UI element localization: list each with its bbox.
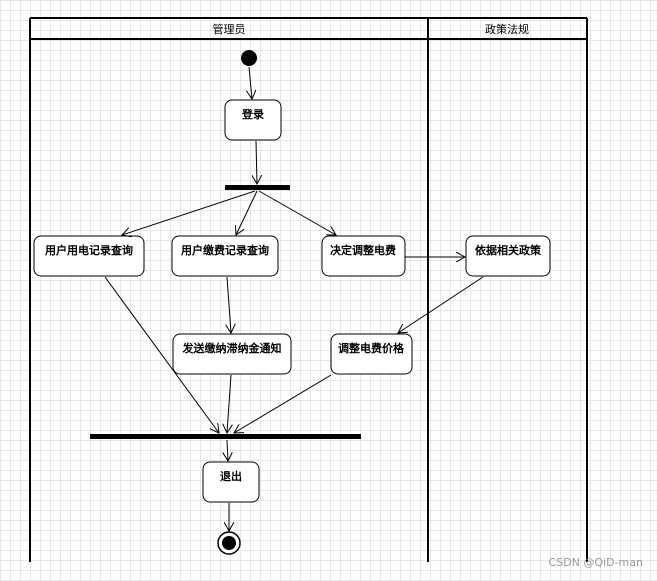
flow-adjust-price-to-join	[234, 374, 332, 433]
final-node	[217, 531, 241, 555]
watermark-text: CSDN @QiD-man	[548, 556, 643, 569]
swimlane-title-policy: 政策法规	[485, 22, 529, 36]
activity-usage-query-label: 用户用电记录查询	[45, 243, 133, 257]
activity-payment-query-label: 用户缴费记录查询	[181, 243, 269, 257]
activity-login-label: 登录	[241, 107, 264, 121]
activity-adjust-price-label: 调整电费价格	[338, 341, 405, 355]
flow-start-to-login	[249, 66, 252, 99]
fork-bar	[225, 185, 290, 190]
flow-usage-query-to-join	[104, 276, 219, 433]
swimlane-frame	[29, 17, 588, 562]
swimlane-title-admin: 管理员	[213, 22, 246, 36]
activity-usage-query[interactable]: 用户用电记录查询	[33, 235, 145, 277]
activity-decide-adjust[interactable]: 决定调整电费	[321, 235, 406, 277]
flow-fork-to-payment-query	[236, 190, 258, 235]
activity-per-policy-label: 依据相关政策	[475, 243, 542, 257]
initial-node	[241, 50, 257, 66]
activity-payment-query[interactable]: 用户缴费记录查询	[171, 235, 279, 277]
flow-fork-to-decide-adjust	[258, 190, 336, 235]
activity-send-notice[interactable]: 发送缴纳滞纳金通知	[172, 333, 292, 375]
activity-per-policy[interactable]: 依据相关政策	[465, 235, 551, 277]
activity-adjust-price[interactable]: 调整电费价格	[330, 333, 413, 375]
transitions	[104, 66, 484, 531]
flow-login-to-fork	[256, 140, 257, 184]
flow-payment-query-to-notice	[227, 276, 231, 333]
activity-login[interactable]: 登录	[224, 99, 282, 141]
activity-logout[interactable]: 退出	[202, 461, 260, 503]
flow-notice-to-join	[227, 374, 231, 433]
activity-logout-label: 退出	[220, 469, 242, 483]
activity-send-notice-label: 发送缴纳滞纳金通知	[182, 341, 282, 355]
flow-join-to-logout	[227, 439, 228, 461]
flow-policy-to-adjust-price	[398, 276, 484, 333]
activity-decide-adjust-label: 决定调整电费	[330, 243, 396, 257]
join-bar	[90, 434, 361, 439]
flow-fork-to-usage-query	[122, 190, 256, 235]
